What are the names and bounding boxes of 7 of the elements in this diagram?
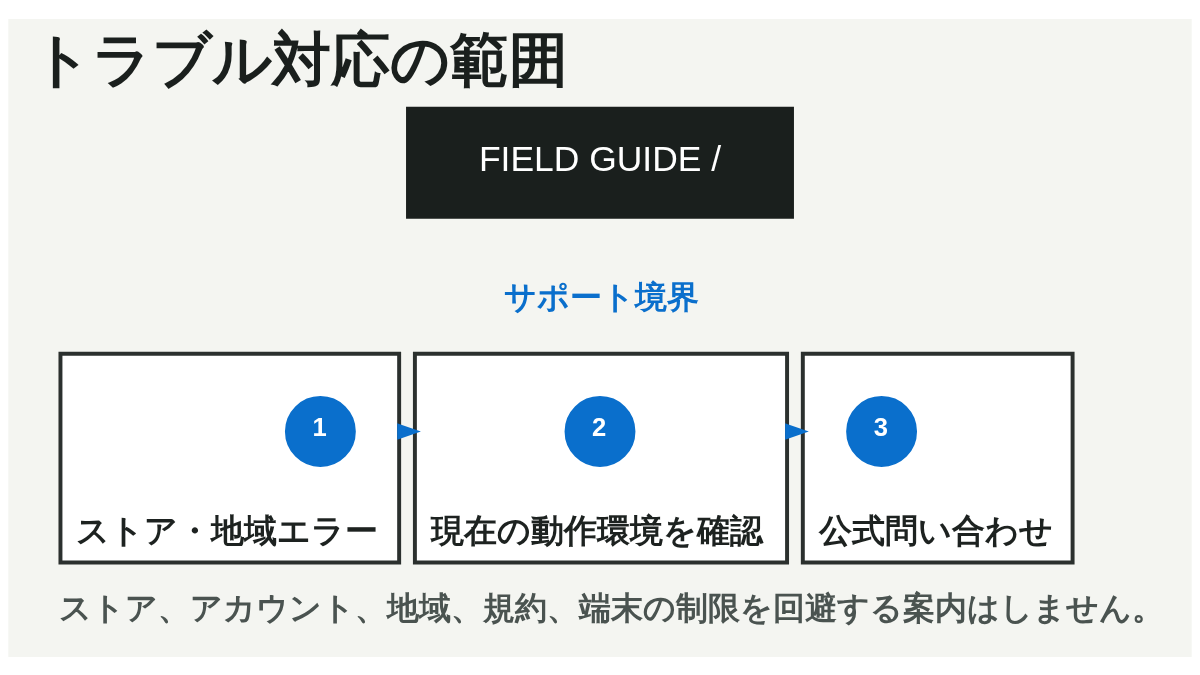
node-circle: 2 [564,395,636,467]
node-circle: 1 [284,395,356,467]
label: サポート境界 [504,278,700,315]
node-circle: 3 [846,395,918,467]
diagram-title: トラブル対応の範囲 [31,26,568,93]
label: ストア、アカウント、地域、規約、端末の制限を回避する案内はしません。 [59,589,1165,626]
label: FIELD GUIDE / [478,138,722,179]
